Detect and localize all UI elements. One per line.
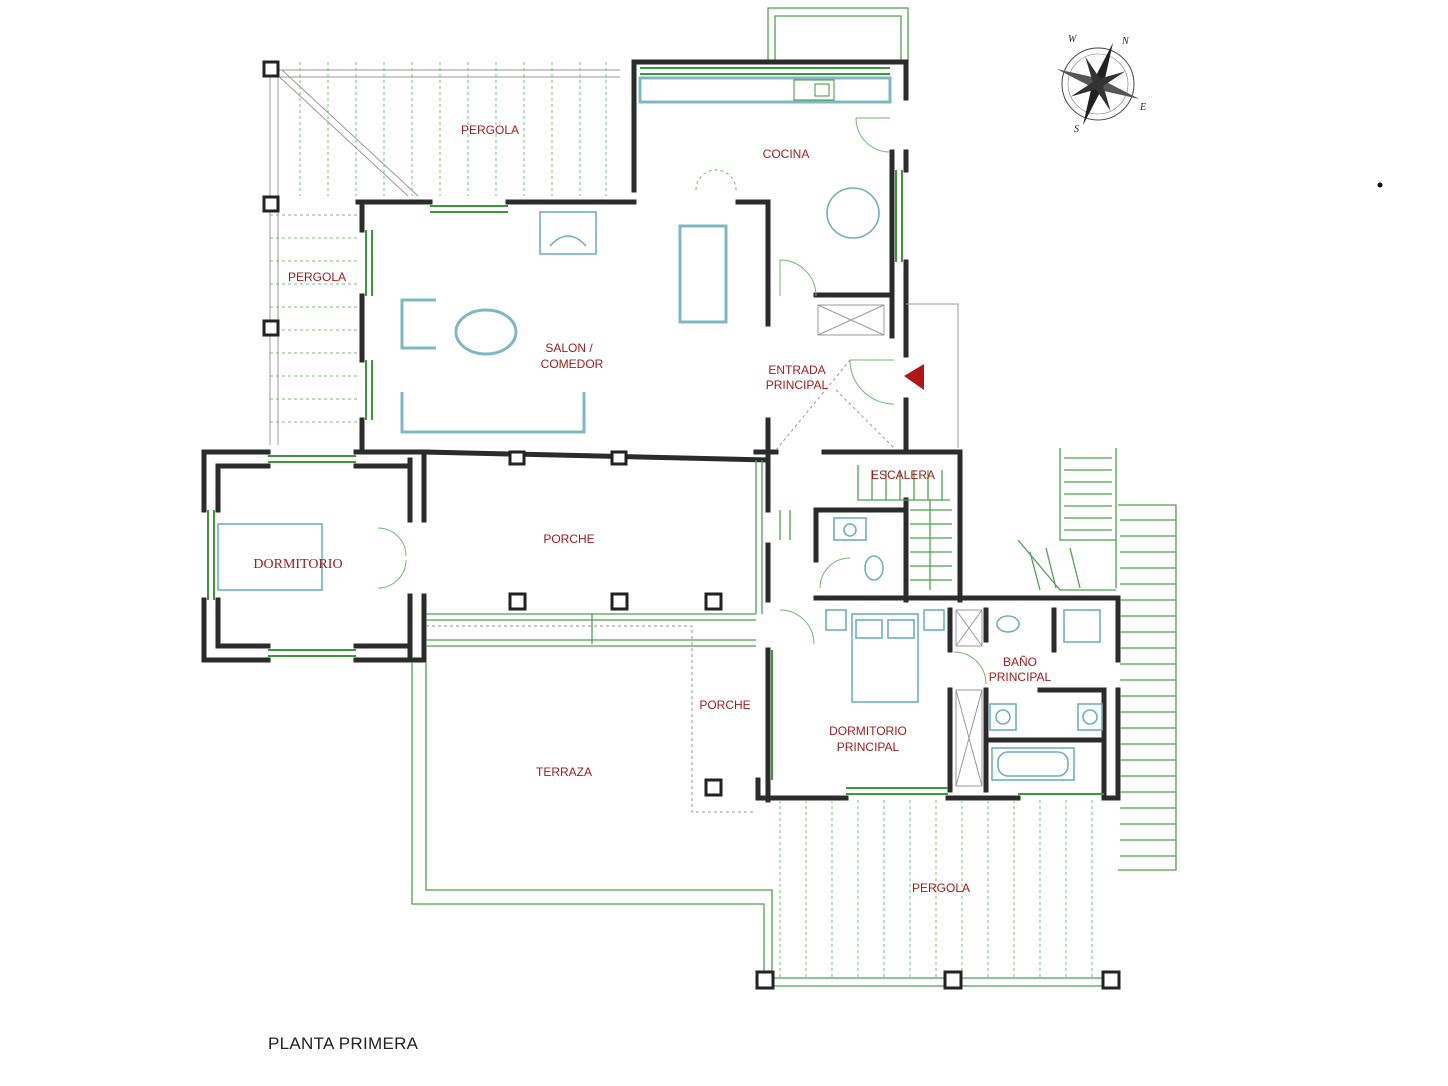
label-cocina: COCINA bbox=[763, 147, 810, 161]
label-terraza: TERRAZA bbox=[536, 765, 592, 779]
label-porche-east: PORCHE bbox=[699, 698, 750, 712]
label-escalera: ESCALERA bbox=[871, 468, 935, 482]
entrance-arrow-icon bbox=[904, 364, 924, 390]
compass-east: E bbox=[1139, 102, 1146, 113]
label-porche-north: PORCHE bbox=[543, 532, 594, 546]
compass-north: N bbox=[1121, 36, 1130, 47]
entrance-area bbox=[775, 303, 959, 451]
label-dormitorio: DORMITORIO bbox=[253, 557, 342, 572]
doors bbox=[377, 117, 987, 685]
compass-rose-icon: N E S W bbox=[1056, 34, 1146, 135]
label-pergola-north: PERGOLA bbox=[461, 123, 519, 137]
label-salon-1: SALON / bbox=[545, 341, 593, 355]
label-salon-2: COMEDOR bbox=[541, 357, 604, 371]
plan-title: PLANTA PRIMERA bbox=[268, 1034, 419, 1053]
compass-south: S bbox=[1074, 124, 1079, 135]
label-entrada-1: ENTRADA bbox=[768, 363, 825, 377]
label-bano-1: BAÑO bbox=[1003, 655, 1037, 669]
stairs bbox=[779, 465, 952, 590]
exterior-walls bbox=[201, 59, 1121, 803]
label-entrada-2: PRINCIPAL bbox=[766, 378, 829, 392]
pergola-west bbox=[262, 60, 360, 445]
exterior-stairs bbox=[1017, 448, 1177, 871]
label-dormitorio-principal-1: DORMITORIO bbox=[829, 724, 907, 738]
furniture bbox=[217, 76, 1103, 787]
label-pergola-south: PERGOLA bbox=[912, 881, 970, 895]
label-bano-2: PRINCIPAL bbox=[989, 670, 1052, 684]
kitchen-balcony bbox=[767, 7, 909, 62]
pergola-south bbox=[755, 800, 1121, 990]
label-dormitorio-principal-2: PRINCIPAL bbox=[837, 740, 900, 754]
windows bbox=[207, 67, 1104, 795]
compass-west: W bbox=[1068, 34, 1078, 45]
label-pergola-west: PERGOLA bbox=[288, 270, 346, 284]
room-labels: PERGOLA PERGOLA COCINA SALON / COMEDOR E… bbox=[253, 123, 1051, 895]
pergola-north bbox=[270, 62, 620, 197]
porch-terrace bbox=[411, 450, 773, 986]
